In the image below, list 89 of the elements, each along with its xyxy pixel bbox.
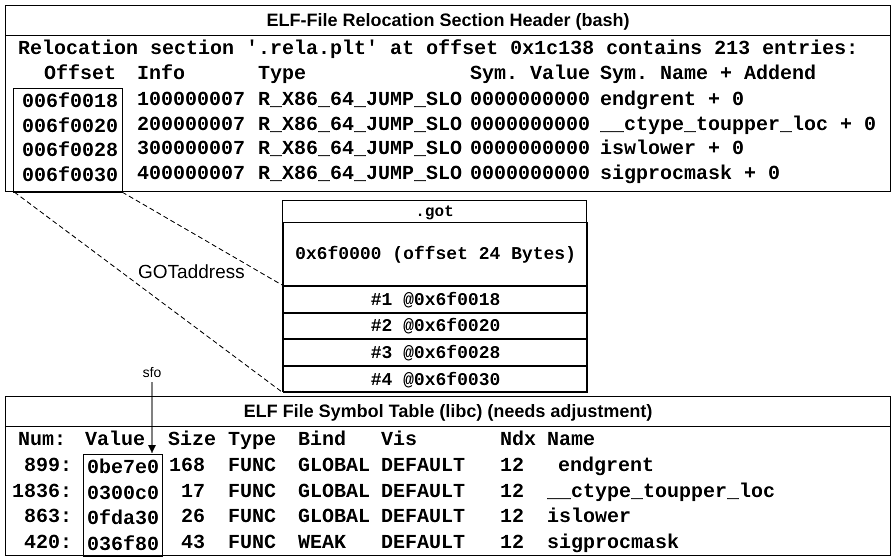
table-cell: R_X86_64_JUMP_SLO: [258, 139, 462, 161]
arrow: [148, 382, 156, 454]
column-box: [13, 88, 123, 193]
cell-value: 006f0020: [22, 117, 118, 139]
table-cell: Ndx: [500, 430, 536, 452]
table-cell: 26: [180, 507, 205, 529]
cell-value: 0fda30: [87, 509, 160, 531]
table-title: ELF-File Relocation Section Header (bash): [265, 10, 631, 31]
cell-value: 006f0030: [22, 166, 118, 188]
table-cell: 12: [500, 482, 524, 504]
annotation: sfo: [137, 362, 167, 382]
cell-value: 0x6f0000 (offset 24 Bytes): [294, 244, 577, 266]
table-cell: R_X86_64_JUMP_SLO: [258, 164, 462, 186]
table-cell: endgrent + 0: [600, 90, 744, 112]
table-panel: [5, 396, 891, 556]
table-cell: 0000000000: [470, 90, 590, 112]
table-cell: Sym. Value: [470, 64, 590, 86]
table-cell: Type: [258, 64, 306, 86]
table-cell: 420:: [24, 533, 72, 555]
table-cell: 12: [500, 507, 524, 529]
table-cell: 168: [168, 456, 205, 478]
cell-value: #4 @0x6f0030: [370, 370, 502, 392]
memory-table: [282, 200, 587, 392]
table-cell: FUNC: [228, 456, 276, 478]
table-cell: 200000007: [137, 115, 246, 137]
table-cell: 12: [500, 456, 524, 478]
table-cell: 1836:: [12, 482, 72, 504]
table-cell: R_X86_64_JUMP_SLO: [258, 90, 462, 112]
table-cell: GLOBAL: [298, 482, 370, 504]
table-cell: DEFAULT: [381, 482, 466, 504]
table-cell: sigprocmask: [547, 533, 680, 555]
table-cell: Size: [168, 430, 216, 452]
table-cell: islower: [547, 507, 632, 529]
table-cell: DEFAULT: [381, 456, 466, 478]
table-row: [283, 286, 588, 313]
table-cell: R_X86_64_JUMP_SLO: [258, 115, 462, 137]
table-row: [283, 313, 588, 339]
table-cell: 400000007: [137, 164, 246, 186]
table-cell: 17: [180, 482, 205, 504]
cell-value: 0be7e0: [87, 458, 160, 480]
table-title: .got: [414, 202, 455, 222]
table-cell: Num:: [18, 430, 66, 452]
table-cell: FUNC: [228, 482, 276, 504]
table-cell: 863:: [24, 507, 72, 529]
table-cell: 0000000000: [470, 115, 590, 137]
table-cell: 300000007: [137, 139, 246, 161]
table-cell: DEFAULT: [381, 533, 466, 555]
table-cell: Info: [137, 64, 186, 86]
edge-label: GOTaddress: [138, 262, 245, 284]
table-cell: Sym. Name + Addend: [600, 64, 816, 86]
table-cell: FUNC: [228, 533, 276, 555]
table-caption: Relocation section '.rela.plt' at offset 0x1c138 contains 213 entries:: [18, 39, 858, 61]
table-cell: __ctype_toupper_loc + 0: [600, 115, 876, 137]
table-cell: iswlower + 0: [600, 139, 744, 161]
dashed-line: [14, 192, 282, 392]
table-cell: 0000000000: [470, 164, 590, 186]
cell-value: 036f80: [87, 535, 160, 557]
table-row: [283, 366, 588, 393]
table-cell: Type: [228, 430, 276, 452]
table-cell: FUNC: [228, 507, 276, 529]
table-cell: sigprocmask + 0: [600, 164, 780, 186]
table-cell: Offset: [44, 64, 116, 86]
cell-value: #3 @0x6f0028: [370, 342, 502, 364]
cell-value: 0300c0: [87, 484, 160, 506]
table-cell: 100000007: [137, 90, 246, 112]
table-title: ELF File Symbol Table (libc) (needs adjustment): [242, 401, 654, 422]
table-cell: 0000000000: [470, 139, 590, 161]
table-cell: 899:: [24, 456, 72, 478]
table-cell: GLOBAL: [298, 507, 370, 529]
table-cell: Vis: [381, 430, 418, 452]
cell-value: 006f0018: [22, 92, 118, 114]
table-cell: 43: [180, 533, 205, 555]
table-row: [283, 222, 588, 286]
cell-value: 006f0028: [22, 141, 118, 163]
cell-value: #1 @0x6f0018: [370, 290, 502, 312]
table-cell: __ctype_toupper_loc: [547, 482, 776, 504]
table-cell: DEFAULT: [381, 507, 466, 529]
table-cell: WEAK: [298, 533, 346, 555]
dashed-line: [122, 192, 282, 286]
table-cell: Bind: [298, 430, 346, 452]
cell-value: #2 @0x6f0020: [370, 316, 502, 338]
table-cell: Value: [85, 430, 146, 452]
table-cell: Name: [547, 430, 596, 452]
column-box: [83, 454, 163, 557]
table-row: [283, 339, 588, 366]
table-cell: endgrent: [558, 456, 654, 478]
table-cell: GLOBAL: [298, 456, 370, 478]
table-cell: 12: [500, 533, 524, 555]
table-panel: [5, 5, 891, 192]
